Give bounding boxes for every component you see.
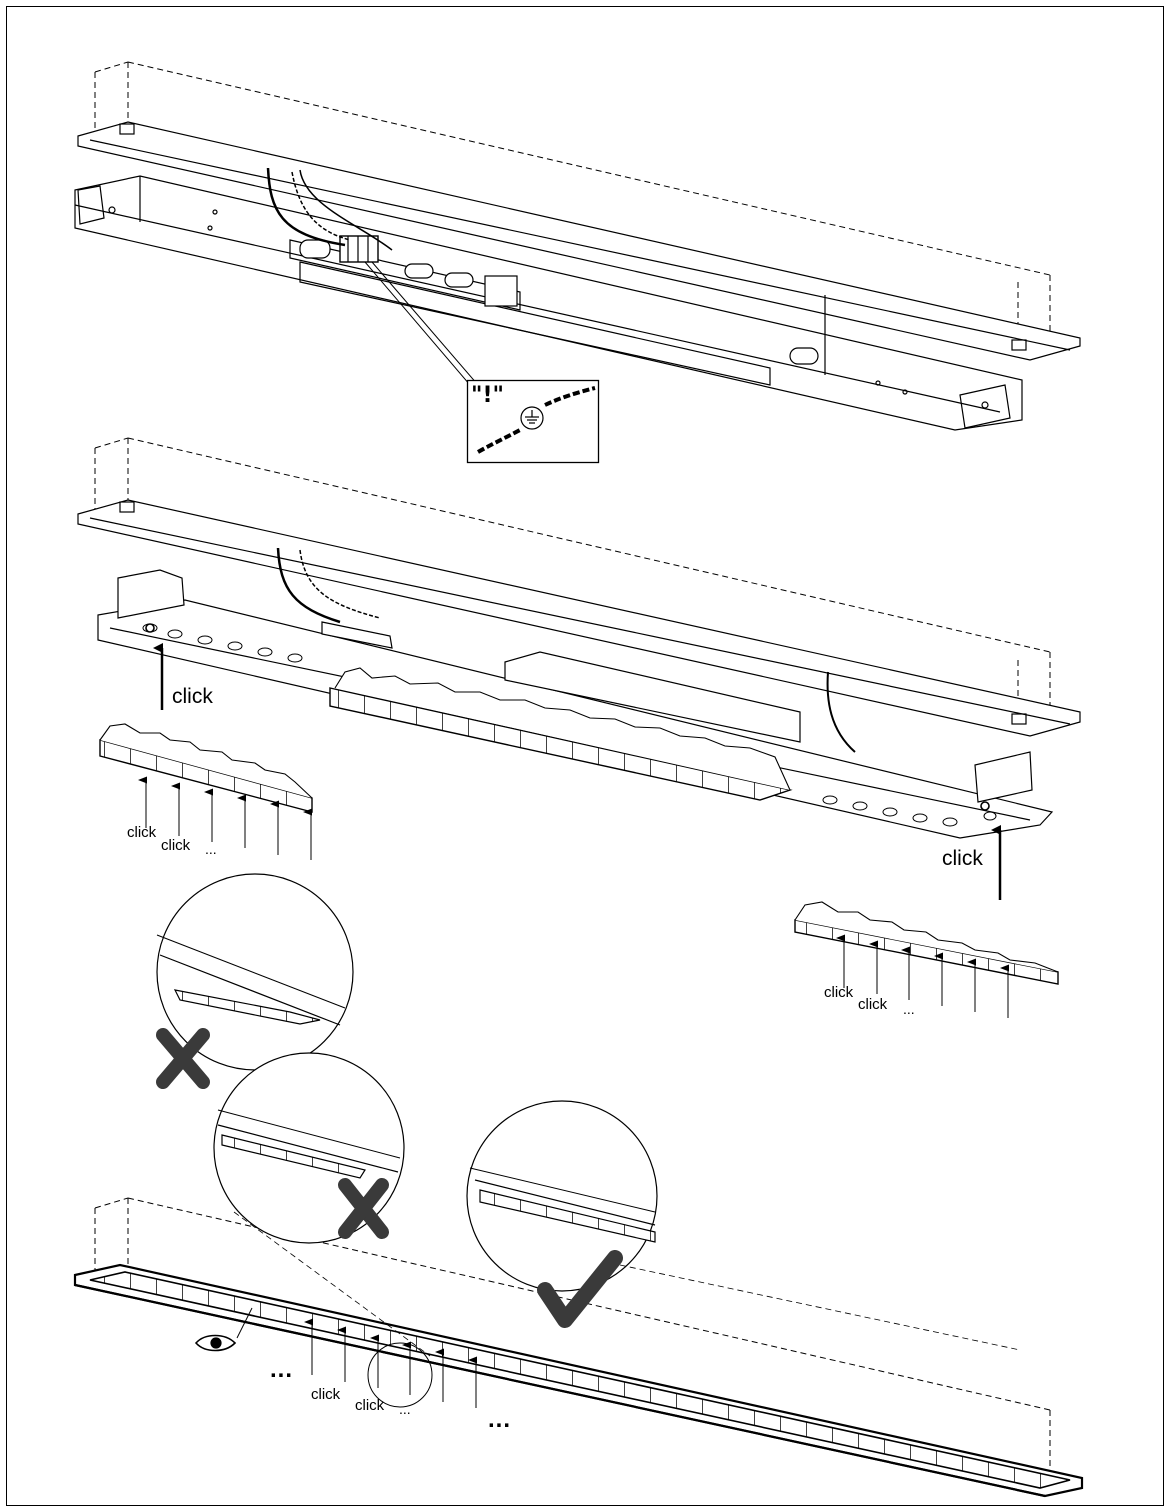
ellipsis-label: ... [399, 1401, 411, 1417]
press-arrows-bottom [304, 1318, 477, 1408]
click-label: click [161, 837, 191, 854]
detail-wrong-1 [156, 873, 354, 1071]
reflector-module-right [794, 901, 1059, 985]
cross-mark-icon [156, 1028, 210, 1089]
eye-icon [194, 1307, 253, 1352]
click-label: click [824, 984, 854, 1001]
warning-label: "!" [471, 383, 504, 408]
step-1-wiring [74, 61, 1081, 464]
click-label: click [858, 996, 888, 1013]
ellipsis-label: ... [903, 1001, 915, 1017]
detail-correct [466, 1100, 658, 1292]
step-3-check [73, 873, 1084, 1498]
cross-mark-icon [338, 1178, 389, 1239]
reflector-module-left [99, 723, 313, 813]
trunking-profile [77, 121, 1081, 361]
installed-reflector-row [329, 667, 793, 801]
click-label: click [311, 1386, 341, 1403]
click-label: click [172, 685, 213, 708]
ceiling-outline-3 [94, 1197, 1051, 1470]
assembled-luminaire [73, 1263, 1084, 1498]
ellipsis-label: ... [488, 1406, 512, 1433]
click-label: click [127, 824, 157, 841]
inspection-ring [367, 1342, 433, 1408]
press-arrows-left [138, 776, 312, 860]
page-border [6, 6, 1164, 1506]
ceiling-outline [94, 61, 1051, 340]
gear-tray [74, 167, 1023, 431]
click-label: click [355, 1397, 385, 1414]
step-2-reflectors [77, 437, 1081, 1018]
ellipsis-label: ... [270, 1356, 294, 1383]
ellipsis-label: ... [205, 841, 217, 857]
click-label: click [942, 847, 983, 870]
trunking-profile-2 [77, 499, 1081, 737]
check-mark-icon [537, 1250, 623, 1328]
ground-symbol-icon [477, 386, 596, 454]
press-arrows-right [836, 934, 1009, 1018]
